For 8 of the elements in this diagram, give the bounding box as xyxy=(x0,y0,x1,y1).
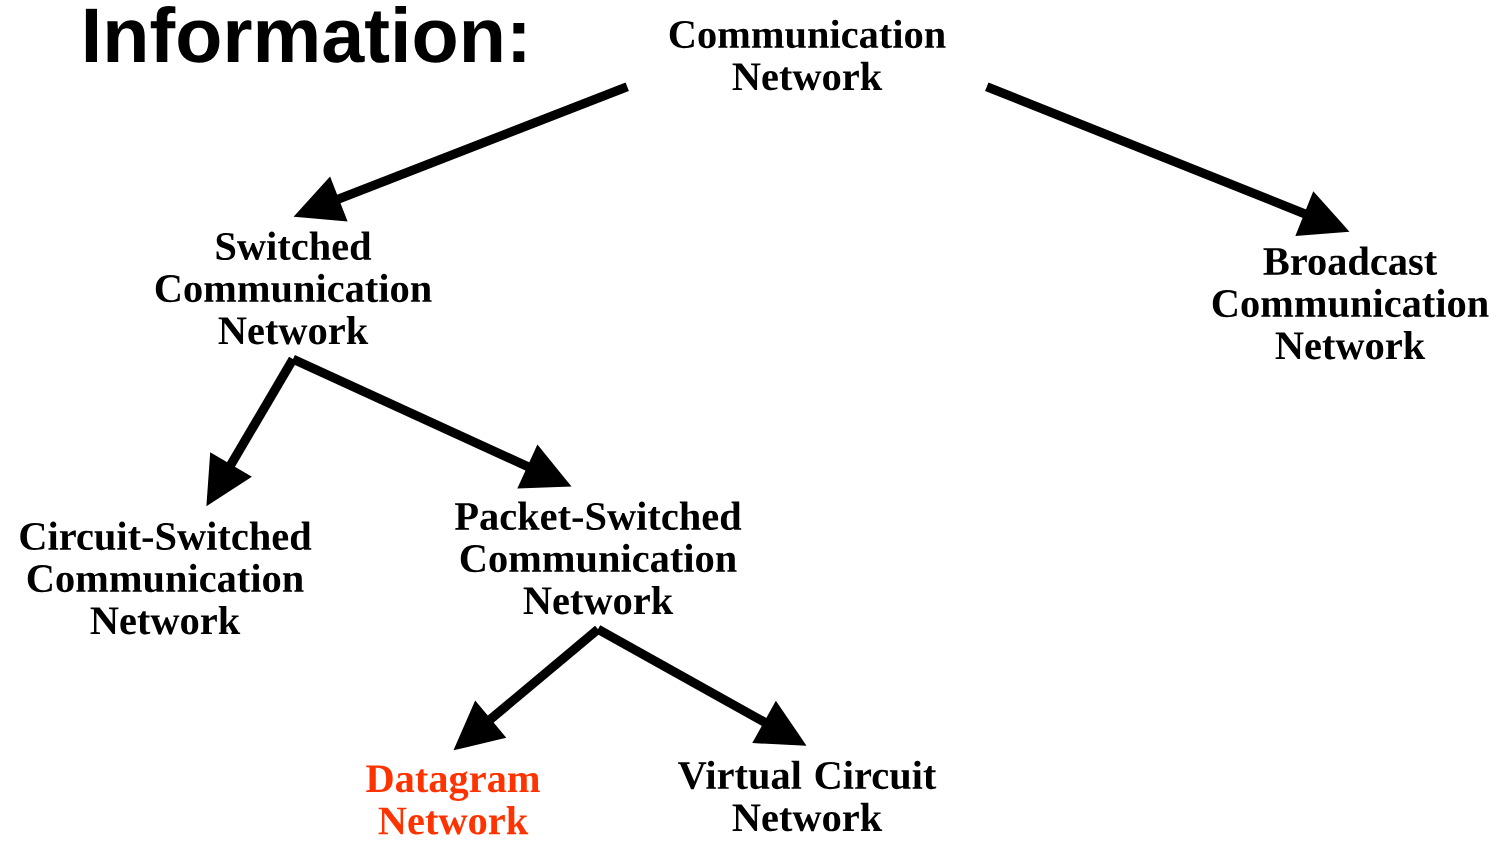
heading: Information: xyxy=(85,5,525,63)
node-label: Circuit-Switched Communication Network xyxy=(20,521,312,635)
node-label: Virtual Circuit Network xyxy=(678,760,937,832)
node-label: Broadcast Communication Network xyxy=(1212,246,1489,360)
node-label: Communication Network xyxy=(669,19,946,91)
node-label: Datagram Network xyxy=(366,765,540,835)
node-label: Switched Communication Network xyxy=(155,231,432,345)
node-label: Packet-Switched Communication Network xyxy=(455,501,742,615)
